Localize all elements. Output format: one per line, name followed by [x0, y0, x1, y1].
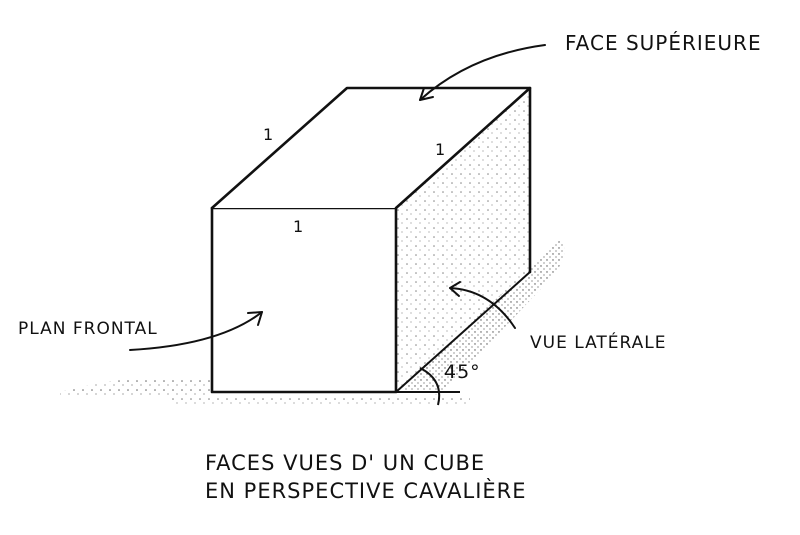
angle-marker — [396, 367, 460, 406]
arrow-top-face — [419, 44, 546, 101]
label-angle: 45° — [444, 361, 481, 383]
cube-edges — [210, 86, 532, 394]
caption-line-2: EN PERSPECTIVE CAVALIÈRE — [205, 478, 527, 503]
label-edge-depth-right: 1 — [435, 140, 446, 159]
label-top-face: FACE SUPÉRIEURE — [565, 31, 762, 55]
annotation-arrows — [129, 44, 546, 351]
caption-line-1: FACES VUES D' UN CUBE — [205, 451, 485, 475]
top-face — [210, 86, 532, 210]
label-front-face: PLAN FRONTAL — [18, 319, 158, 339]
label-edge-depth-left: 1 — [263, 125, 274, 144]
bottom-diagonal-edge — [395, 271, 531, 393]
label-edge-front: 1 — [293, 217, 304, 236]
arrow-front-face — [129, 311, 263, 351]
arrow-side-face — [449, 287, 516, 329]
side-face — [396, 88, 530, 392]
label-side-face: VUE LATÉRALE — [530, 331, 666, 353]
